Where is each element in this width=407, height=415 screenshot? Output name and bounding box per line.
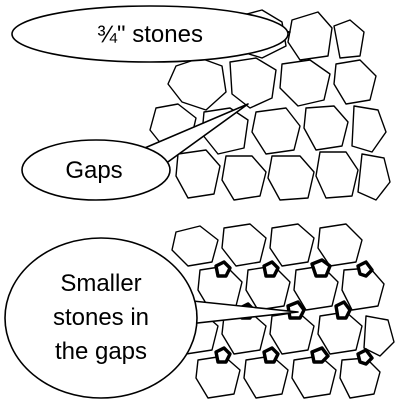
stone xyxy=(222,224,266,266)
callout-small-stones-line3: the gaps xyxy=(55,338,147,365)
callout-stone-size-label: ¾" stones xyxy=(97,21,203,48)
stone xyxy=(334,60,376,104)
stone xyxy=(352,106,386,152)
small-stone xyxy=(264,348,278,362)
stone xyxy=(316,152,358,198)
stone xyxy=(288,12,332,60)
stone xyxy=(364,316,394,356)
stone xyxy=(176,150,220,198)
stone xyxy=(268,156,314,200)
stone xyxy=(222,156,266,200)
small-stone xyxy=(312,260,330,276)
small-stone xyxy=(288,302,304,318)
small-stone xyxy=(216,348,230,362)
callout-stone-size: ¾" stones xyxy=(12,6,290,62)
stone xyxy=(304,106,348,150)
stone xyxy=(280,60,330,106)
stone xyxy=(230,58,276,108)
small-stone xyxy=(358,350,372,364)
stone xyxy=(270,224,314,266)
stone xyxy=(172,226,218,266)
stone xyxy=(340,358,380,398)
callout-small-stones-line2: stones in xyxy=(53,304,149,331)
stone xyxy=(168,58,226,110)
stone xyxy=(318,224,362,266)
small-stone xyxy=(358,262,372,276)
small-stone xyxy=(312,348,328,362)
small-stone xyxy=(264,262,278,276)
stone xyxy=(358,154,390,200)
callout-gaps-label: Gaps xyxy=(65,157,122,184)
stone xyxy=(252,108,300,154)
small-stone xyxy=(216,262,230,276)
small-stone xyxy=(336,302,350,318)
callout-small-stones-line1: Smaller xyxy=(60,270,141,297)
stone xyxy=(334,20,364,58)
